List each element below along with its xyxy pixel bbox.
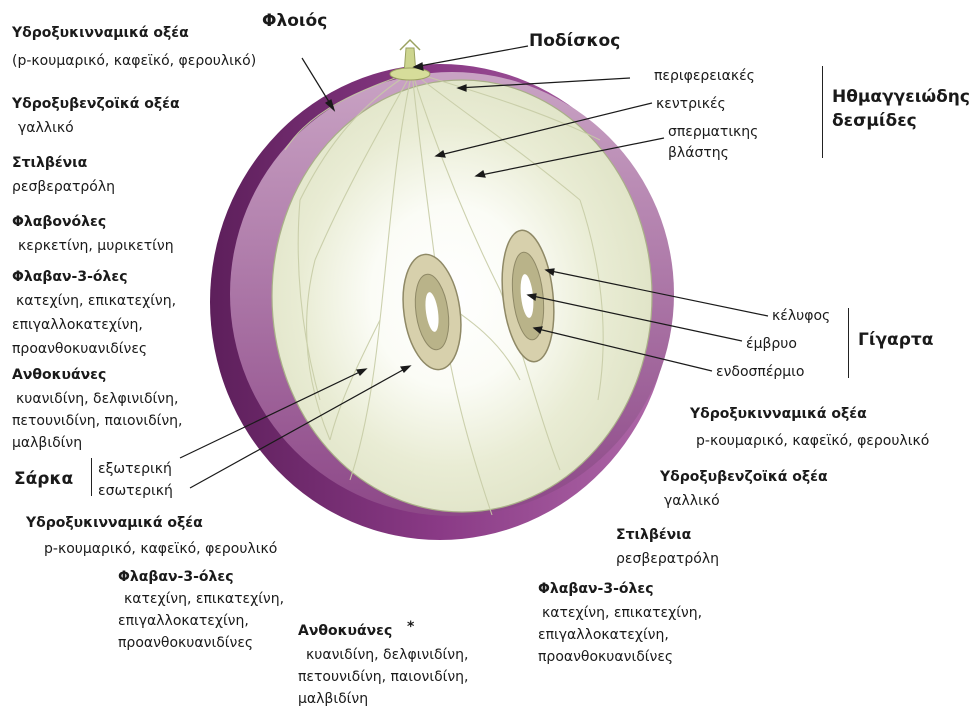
- seed-flavan3ols-line-1: κατεχίνη, επικατεχίνη,: [542, 604, 702, 622]
- skin-flavan3ols-line-3: προανθοκυανιδίνες: [12, 340, 147, 358]
- flesh-anthocyanins-line-2: πετουνιδίνη, παιονιδίνη,: [298, 668, 469, 686]
- endosperm-label: ενδοσπέρμιο: [716, 363, 804, 381]
- seed-flavan3ols-line-2: επιγαλλοκατεχίνη,: [538, 626, 669, 644]
- seed-hydroxybenzoic-title: Υδροξυβενζοϊκά οξέα: [660, 468, 828, 486]
- embryo-label: έμβρυο: [746, 335, 797, 353]
- skin-hydroxybenzoic-line: γαλλικό: [18, 119, 74, 137]
- skin-flavonols-title: Φλαβονόλες: [12, 213, 106, 231]
- flesh-anthocyanins-title: Ανθοκυάνες: [298, 622, 392, 640]
- flesh-title: Σάρκα: [14, 468, 73, 490]
- seed-flavan3ols-line-3: προανθοκυανιδίνες: [538, 648, 673, 666]
- skin-flavonols-line: κερκετίνη, μυρικετίνη: [18, 237, 174, 255]
- vascular-title-1: Ηθμαγγειώδης: [832, 86, 970, 108]
- flesh-bracket: [91, 458, 92, 496]
- vascular-central-label: κεντρικές: [656, 95, 726, 113]
- flesh-flavan3ols-title: Φλαβαν-3-όλες: [118, 568, 234, 586]
- skin-flavan3ols-title: Φλαβαν-3-όλες: [12, 268, 128, 286]
- seed-bracket: [848, 308, 849, 378]
- skin-anthocyanins-line-1: κυανιδίνη, δελφινιδίνη,: [16, 390, 178, 408]
- flesh-anthocyanins-line-3: μαλβιδίνη: [298, 690, 368, 708]
- seed-title: Γίγαρτα: [858, 329, 933, 351]
- flesh-flavan3ols-line-1: κατεχίνη, επικατεχίνη,: [124, 590, 284, 608]
- flesh-flavan3ols-line-2: επιγαλλοκατεχίνη,: [118, 612, 249, 630]
- pedicel-label: Ποδίσκος: [529, 30, 620, 52]
- pedicel: [390, 40, 430, 80]
- flesh-flavan3ols-line-3: προανθοκυανιδίνες: [118, 634, 253, 652]
- skin-hydroxycinnamic-title: Υδροξυκινναμικά οξέα: [12, 24, 189, 42]
- seed-flavan3ols-title: Φλαβαν-3-όλες: [538, 580, 654, 598]
- skin-anthocyanins-line-3: μαλβιδίνη: [12, 434, 82, 452]
- skin-stilbenes-title: Στιλβένια: [12, 154, 87, 172]
- flesh-anthocyanins-line-1: κυανιδίνη, δελφινιδίνη,: [306, 646, 468, 664]
- seed-hydroxycinnamic-line: p-κουμαρικό, καφεϊκό, φερουλικό: [696, 432, 929, 450]
- seed-hydroxycinnamic-title: Υδροξυκινναμικά οξέα: [690, 405, 867, 423]
- vascular-seed-label-2: βλάστης: [668, 144, 729, 162]
- vascular-seed-label-1: σπερματικης: [668, 123, 758, 141]
- skin-label: Φλοιός: [262, 10, 327, 32]
- flesh-inner-label: εσωτερική: [98, 482, 173, 500]
- seed-hydroxybenzoic-line: γαλλικό: [664, 492, 720, 510]
- skin-anthocyanins-line-2: πετουνιδίνη, παιονιδίνη,: [12, 412, 183, 430]
- seed-stilbenes-title: Στιλβένια: [616, 526, 691, 544]
- skin-hydroxybenzoic-title: Υδροξυβενζοϊκά οξέα: [12, 95, 180, 113]
- grape-flesh: [272, 80, 652, 512]
- seed-coat-label: κέλυφος: [772, 307, 830, 325]
- skin-hydroxycinnamic-line: (p-κουμαρικό, καφεϊκό, φερουλικό): [12, 52, 256, 70]
- flesh-anthocyanins-star: *: [407, 618, 414, 636]
- flesh-outer-label: εξωτερική: [98, 460, 172, 478]
- skin-flavan3ols-line-2: επιγαλλοκατεχίνη,: [12, 316, 143, 334]
- flesh-hydroxycinnamic-title: Υδροξυκινναμικά οξέα: [26, 514, 203, 532]
- skin-flavan3ols-line-1: κατεχίνη, επικατεχίνη,: [16, 292, 176, 310]
- vascular-peripheral-label: περιφερειακές: [654, 67, 755, 85]
- flesh-hydroxycinnamic-line: p-κουμαρικό, καφεϊκό, φερουλικό: [44, 540, 277, 558]
- seed-stilbenes-line: ρεσβερατρόλη: [616, 550, 719, 568]
- vascular-title-2: δεσμίδες: [832, 110, 917, 132]
- skin-anthocyanins-title: Ανθοκυάνες: [12, 366, 106, 384]
- vascular-bracket: [822, 66, 823, 158]
- skin-stilbenes-line: ρεσβερατρόλη: [12, 178, 115, 196]
